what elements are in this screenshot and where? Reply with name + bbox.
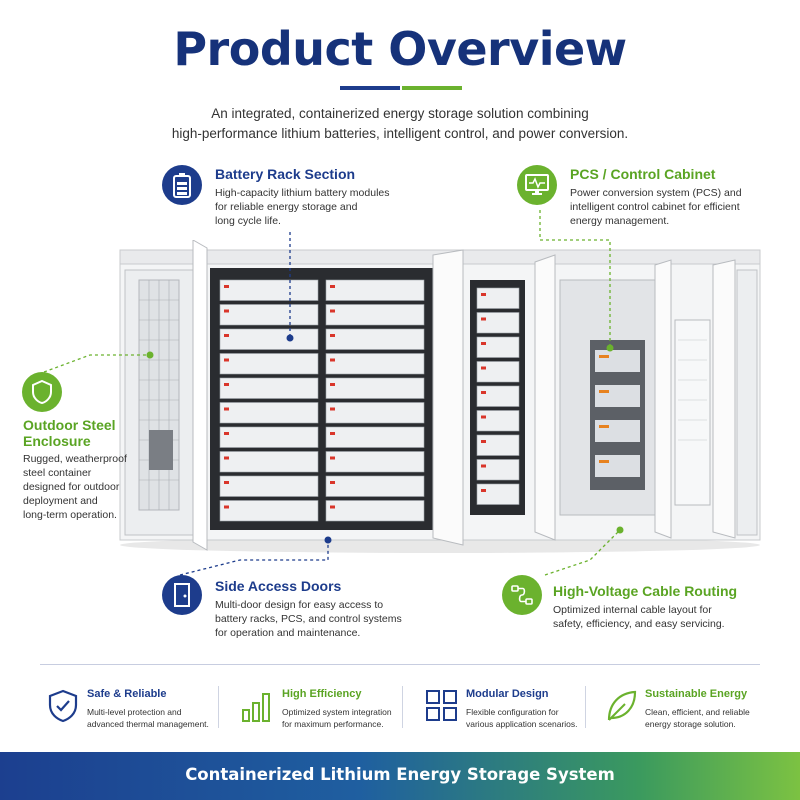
page-subtitle: An integrated, containerized energy stor… [0, 104, 800, 144]
feature-description: Clean, efficient, and reliable energy st… [645, 707, 750, 729]
bar-chart-icon [242, 693, 270, 722]
feature-description: Multi-level protection and advanced ther… [87, 707, 209, 729]
battery-rack-area [210, 268, 435, 530]
left-end-panel [124, 269, 196, 536]
cable-routing-description: Optimized internal cable layout for safe… [553, 604, 725, 630]
battery-rack-title: Battery Rack Section [215, 166, 356, 182]
feature-title: Modular Design [466, 688, 549, 700]
feature-description: Optimized system integration for maximum… [282, 707, 392, 729]
shield-check-icon [48, 689, 78, 723]
monitor-waveform-icon [517, 165, 557, 205]
page-title: Product Overview [173, 22, 627, 76]
section-divider [40, 664, 760, 665]
grid-modules-icon [426, 690, 457, 721]
subtitle-line: An integrated, containerized energy stor… [211, 106, 589, 121]
steel-enclosure-title: Outdoor Steel Enclosure [23, 417, 116, 449]
footer-banner [0, 752, 800, 800]
battery-rack-area-2 [470, 280, 525, 515]
title-underline [340, 86, 462, 90]
subtitle-line: high-performance lithium batteries, inte… [171, 126, 629, 141]
battery-icon [162, 165, 202, 205]
feature-separator [585, 686, 586, 728]
pcs-cabinet-description: Power conversion system (PCS) and intell… [570, 187, 742, 227]
shield-icon [22, 372, 62, 412]
cable-routing-title: High-Voltage Cable Routing [553, 583, 738, 599]
feature-description: Flexible configuration for various appli… [466, 707, 578, 729]
pcs-cabinet-area [559, 279, 656, 516]
footer-banner-text: Containerized Lithium Energy Storage Sys… [185, 765, 615, 784]
leaf-icon [607, 690, 637, 721]
pcs-cabinet-title: PCS / Control Cabinet [570, 166, 716, 182]
feature-title: High Efficiency [282, 688, 362, 700]
door-icon [162, 575, 202, 615]
feature-separator [402, 686, 403, 728]
cable-route-icon [502, 575, 542, 615]
battery-rack-description: High-capacity lithium battery modules fo… [215, 187, 390, 227]
steel-enclosure-description: Rugged, weatherproof steel container des… [23, 453, 127, 521]
feature-separator [218, 686, 219, 728]
access-doors-description: Multi-door design for easy access to bat… [215, 599, 402, 639]
feature-title: Safe & Reliable [87, 688, 167, 700]
feature-title: Sustainable Energy [645, 688, 748, 700]
energy-storage-container-illustration [119, 240, 761, 553]
access-doors-title: Side Access Doors [215, 578, 342, 594]
